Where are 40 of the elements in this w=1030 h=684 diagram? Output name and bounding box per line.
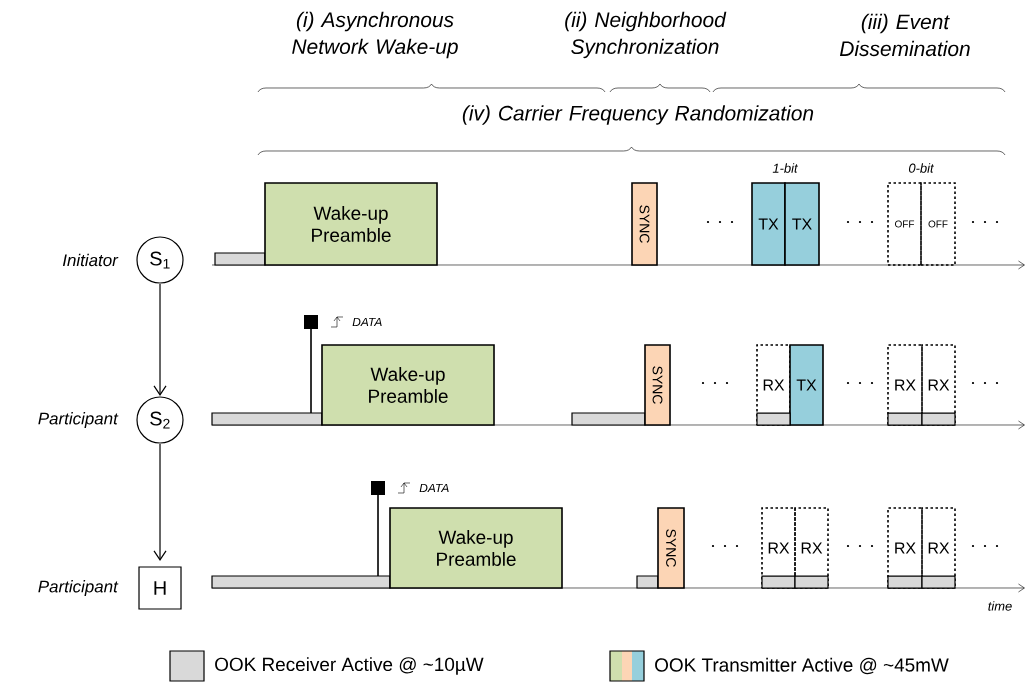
slot-box: OFF [920, 182, 956, 266]
receiver-bar [214, 252, 266, 266]
receiver-bar [921, 412, 956, 426]
arrow [153, 283, 167, 396]
arrow [153, 443, 167, 561]
sync-box: SYNC [657, 507, 685, 589]
legend-label: OOK Receiver Active @ ~10µW [215, 657, 484, 675]
receiver-bar [887, 575, 923, 589]
role-label: Participant [38, 580, 119, 596]
receiver-bar [921, 575, 956, 589]
phase-heading: (iii) Event Dissemination [839, 13, 970, 57]
slot-box: OFF [887, 182, 922, 266]
signal-label: DATA [352, 317, 382, 327]
transmit-box: TX [751, 182, 786, 266]
role-label: Participant [38, 412, 119, 428]
legend-label: OOK Transmitter Active @ ~45mW [655, 657, 949, 675]
receiver-bar [636, 575, 659, 589]
phase-heading: (ii) Neighborhood Synchronization [565, 11, 727, 59]
bit-label: 0-bit [908, 163, 935, 173]
sync-box: SYNC [644, 344, 671, 426]
receiver-bar [756, 412, 791, 426]
sync-box: SYNC [631, 182, 658, 266]
bit-label: 1-bit [772, 163, 799, 173]
receiver-bar [761, 575, 796, 589]
signal-label: DATA [419, 483, 449, 493]
role-label: Initiator [62, 253, 119, 267]
preamble-box: Wake-up Preamble [264, 182, 438, 266]
phase-heading: (i) Asynchronous Network Wake-up [292, 11, 458, 59]
receiver-bar [887, 412, 923, 426]
phase-heading: (iv) Carrier Frequency Randomization [462, 105, 814, 125]
receiver-bar [794, 575, 829, 589]
transmit-box: TX [789, 344, 824, 426]
preamble-box: Wake-up Preamble [389, 507, 563, 589]
node-box: H [138, 566, 182, 610]
preamble-box: Wake-up Preamble [321, 344, 495, 426]
receiver-bar [211, 412, 323, 426]
axis-label: time [988, 601, 1012, 611]
receiver-bar [211, 575, 391, 589]
receiver-bar [571, 412, 646, 426]
transmit-box: TX [784, 182, 820, 266]
